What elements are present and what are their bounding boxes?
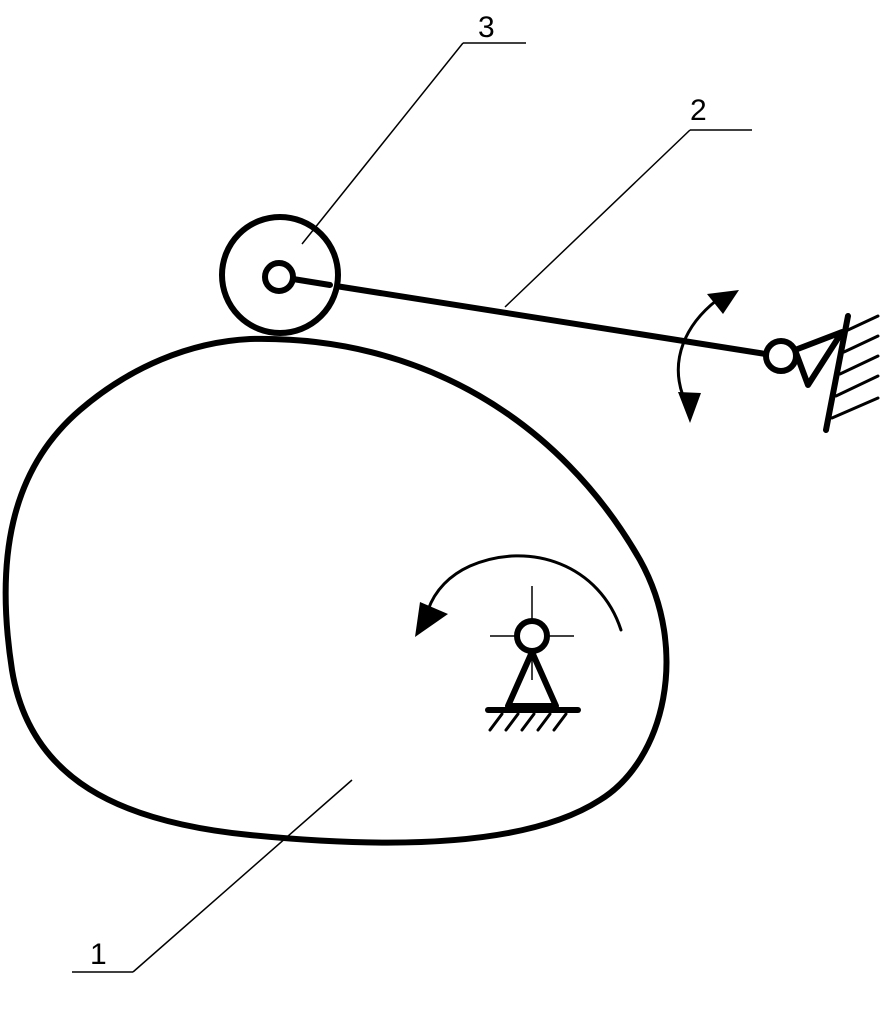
leader-cam: 1 — [72, 779, 353, 973]
rocker-pivot-support — [763, 313, 880, 433]
label-roller: 3 — [478, 11, 495, 44]
ground-hatching — [488, 712, 568, 732]
wall-bar — [823, 313, 851, 433]
label-rocker-arm: 2 — [690, 94, 707, 127]
leader-roller: 3 — [301, 11, 526, 245]
rocker-swing-arrow-icon — [676, 290, 739, 423]
wall-hatching — [830, 314, 880, 420]
rocker-arm — [276, 274, 775, 358]
leader-rocker-arm: 2 — [504, 94, 752, 308]
cam-rotation-arrow-icon — [415, 554, 623, 637]
cam-pivot-support — [485, 586, 581, 732]
roller-pin — [262, 260, 296, 294]
cam-profile — [2, 335, 670, 846]
label-cam: 1 — [90, 938, 107, 971]
